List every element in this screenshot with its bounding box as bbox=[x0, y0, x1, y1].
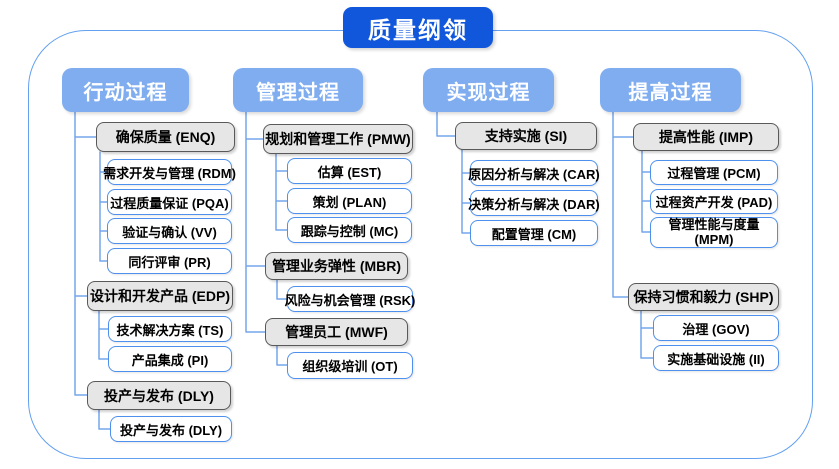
node-leaf-vv: 验证与确认 (VV) bbox=[107, 218, 232, 244]
node-leaf-car: 原因分析与解决 (CAR) bbox=[468, 160, 600, 186]
node-leaf-dly: 投产与发布 (DLY) bbox=[110, 416, 232, 442]
column-header-action-process: 行动过程 bbox=[62, 68, 189, 112]
node-group-mwf: 管理员工 (MWF) bbox=[265, 318, 408, 346]
node-leaf-ii: 实施基础设施 (II) bbox=[653, 345, 779, 371]
column-header-management-process: 管理过程 bbox=[233, 68, 363, 112]
node-leaf-gov: 治理 (GOV) bbox=[653, 315, 779, 341]
node-group-pmw: 规划和管理工作 (PMW) bbox=[263, 124, 413, 154]
node-leaf-mpm: 管理性能与度量 (MPM) bbox=[650, 217, 778, 248]
node-group-si: 支持实施 (SI) bbox=[455, 122, 597, 150]
node-group-mbr: 管理业务弹性 (MBR) bbox=[265, 252, 408, 280]
node-group-imp: 提高性能 (IMP) bbox=[633, 123, 779, 151]
diagram-title: 质量纲领 bbox=[343, 7, 493, 48]
node-leaf-cm: 配置管理 (CM) bbox=[470, 220, 598, 246]
node-group-shp: 保持习惯和毅力 (SHP) bbox=[628, 283, 779, 311]
node-leaf-plan: 策划 (PLAN) bbox=[287, 188, 412, 214]
node-group-edp: 设计和开发产品 (EDP) bbox=[87, 281, 233, 311]
node-leaf-rsk: 风险与机会管理 (RSK) bbox=[285, 286, 415, 312]
node-leaf-pqa: 过程质量保证 (PQA) bbox=[107, 189, 232, 215]
node-leaf-ts: 技术解决方案 (TS) bbox=[108, 316, 232, 342]
node-leaf-dar: 决策分析与解决 (DAR) bbox=[468, 190, 600, 216]
node-leaf-pi: 产品集成 (PI) bbox=[108, 346, 232, 372]
node-leaf-rdm: 需求开发与管理 (RDM) bbox=[103, 159, 236, 185]
node-leaf-mc: 跟踪与控制 (MC) bbox=[287, 217, 412, 243]
node-leaf-pcm: 过程管理 (PCM) bbox=[650, 160, 778, 185]
node-leaf-pad: 过程资产开发 (PAD) bbox=[650, 189, 778, 214]
node-group-dly: 投产与发布 (DLY) bbox=[87, 381, 231, 410]
node-leaf-ot: 组织级培训 (OT) bbox=[287, 352, 413, 379]
node-leaf-pr: 同行评审 (PR) bbox=[107, 248, 232, 274]
column-header-improvement-process: 提高过程 bbox=[600, 68, 741, 112]
node-group-enq: 确保质量 (ENQ) bbox=[96, 122, 235, 152]
node-leaf-est: 估算 (EST) bbox=[287, 158, 412, 184]
column-header-realization-process: 实现过程 bbox=[423, 68, 554, 112]
